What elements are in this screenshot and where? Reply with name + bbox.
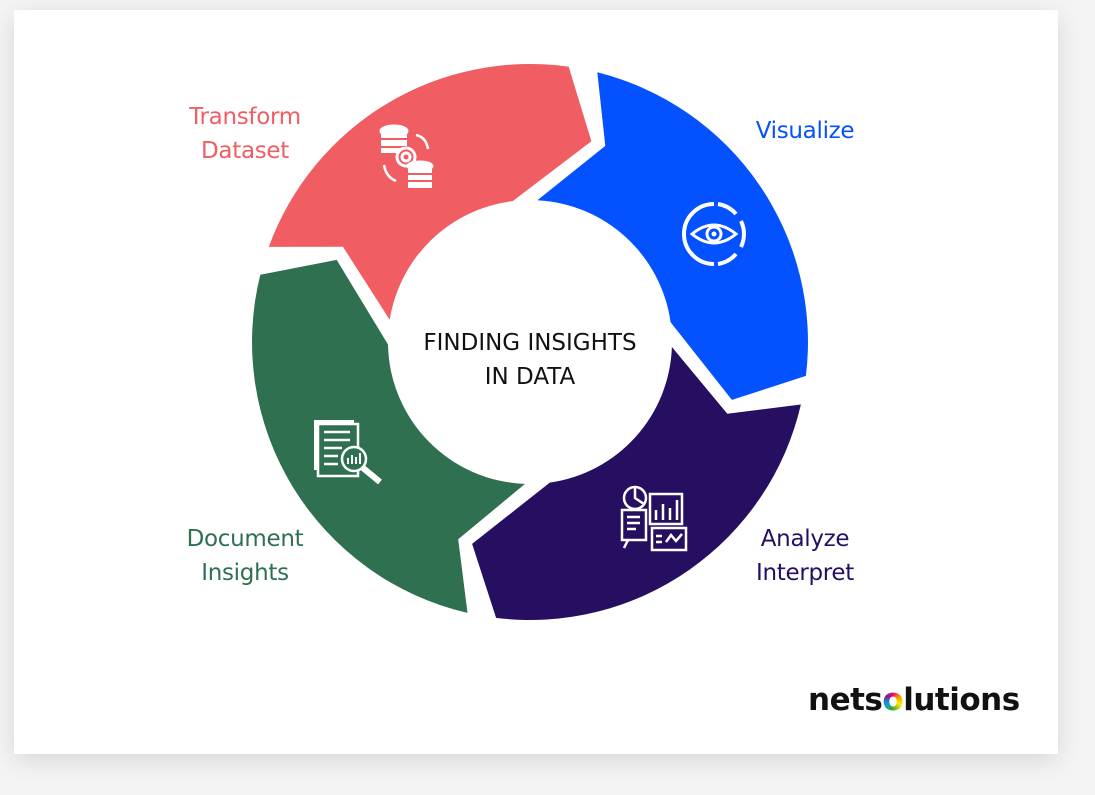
label-line: Document (186, 526, 304, 552)
netsolutions-logo: netsolutions (808, 682, 1020, 718)
label-visualize: Visualize (740, 114, 870, 148)
label-line: Analyze (760, 526, 850, 552)
label-document-insights: Document Insights (165, 522, 325, 590)
segment-document-insights (252, 259, 525, 613)
label-transform-dataset: Transform Dataset (170, 100, 320, 168)
dashboard-chart-icon (620, 485, 688, 552)
database-gear-icon (379, 124, 434, 188)
logo-color-ring: o (882, 682, 904, 718)
label-line: Dataset (201, 138, 289, 164)
segment-visualize (537, 72, 808, 400)
center-title: FINDING INSIGHTS IN DATA (388, 326, 672, 394)
label-analyze-interpret: Analyze Interpret (730, 522, 880, 590)
center-title-line: IN DATA (484, 364, 576, 390)
label-line: Transform (189, 104, 301, 130)
segment-transform-dataset (268, 63, 592, 320)
segment-analyze-interpret (472, 347, 801, 620)
label-line: Visualize (755, 118, 855, 144)
label-line: Insights (201, 560, 289, 586)
center-title-line: FINDING INSIGHTS (423, 330, 637, 356)
label-line: Interpret (755, 560, 854, 586)
document-search-icon (314, 420, 382, 485)
eye-icon (682, 202, 746, 266)
